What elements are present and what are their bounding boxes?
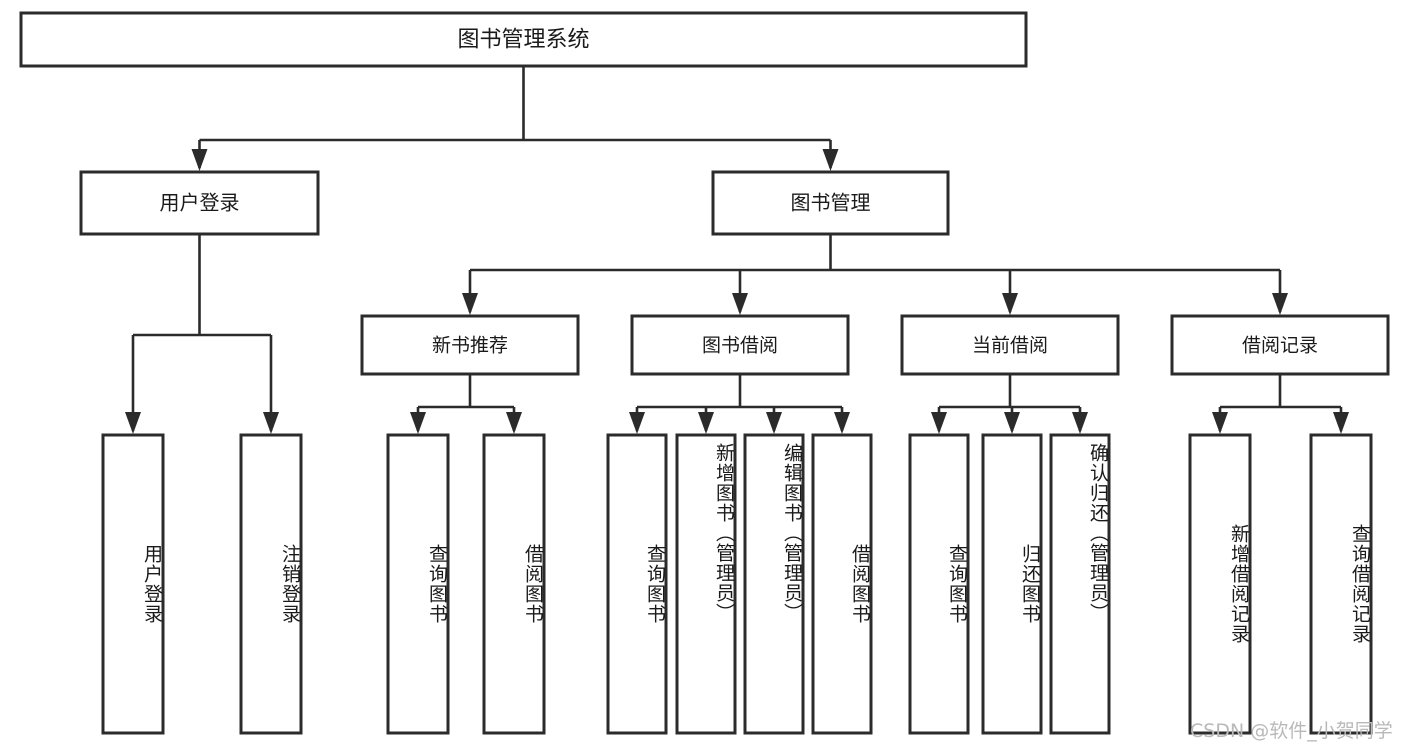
node-current-borrow[interactable] bbox=[900, 314, 1120, 376]
node-leaf-add-record-label: 新增借阅记录 bbox=[1228, 524, 1250, 644]
arrow-borrow-record-to-leaf-add-record bbox=[1212, 412, 1228, 434]
node-leaf-query-book-3[interactable] bbox=[908, 433, 970, 735]
node-leaf-add-book[interactable] bbox=[675, 433, 737, 735]
node-leaf-logout-login-label: 注销登录 bbox=[279, 544, 301, 624]
arrow-new-book-recommend-to-leaf-borrow-book-1 bbox=[506, 412, 522, 434]
node-leaf-borrow-book-2[interactable] bbox=[811, 433, 873, 735]
node-leaf-edit-book-label: 编辑图书（管理员） bbox=[781, 443, 803, 623]
node-leaf-query-book-1[interactable] bbox=[386, 433, 450, 735]
node-user-login-label: 用户登录 bbox=[160, 191, 240, 215]
node-book-manage-label: 图书管理 bbox=[791, 191, 871, 215]
node-leaf-logout-login[interactable] bbox=[239, 433, 303, 735]
arrow-book-manage-to-current-borrow bbox=[1002, 293, 1018, 315]
node-leaf-query-book-1-label: 查询图书 bbox=[426, 544, 448, 624]
arrow-book-manage-to-book-borrow bbox=[732, 293, 748, 315]
node-leaf-confirm-return[interactable] bbox=[1049, 433, 1111, 735]
node-leaf-query-record[interactable] bbox=[1309, 433, 1373, 735]
arrow-new-book-recommend-to-leaf-query-book-1 bbox=[410, 412, 426, 434]
node-leaf-user-login-label: 用户登录 bbox=[141, 544, 163, 624]
node-leaf-query-book-2[interactable] bbox=[606, 433, 668, 735]
node-leaf-add-record[interactable] bbox=[1188, 433, 1252, 735]
node-current-borrow-label: 当前借阅 bbox=[972, 335, 1048, 357]
node-leaf-borrow-book-1[interactable] bbox=[482, 433, 546, 735]
node-book-borrow[interactable] bbox=[630, 314, 850, 376]
node-leaf-add-book-label: 新增图书（管理员） bbox=[713, 443, 735, 623]
box-layer bbox=[19, 11, 1390, 735]
node-leaf-query-book-2-label: 查询图书 bbox=[644, 544, 666, 624]
arrow-book-borrow-to-leaf-borrow-book-2 bbox=[834, 412, 850, 434]
arrow-current-borrow-to-leaf-query-book-3 bbox=[931, 412, 947, 434]
node-leaf-query-book-3-label: 查询图书 bbox=[946, 544, 968, 624]
node-root[interactable] bbox=[19, 11, 1028, 68]
arrow-borrow-record-to-leaf-query-record bbox=[1333, 412, 1349, 434]
node-leaf-user-login[interactable] bbox=[101, 433, 165, 735]
node-leaf-return-book-label: 归还图书 bbox=[1019, 544, 1041, 624]
node-user-login[interactable] bbox=[79, 170, 320, 236]
node-new-book-recommend[interactable] bbox=[360, 314, 580, 376]
arrow-book-borrow-to-leaf-edit-book bbox=[766, 412, 782, 434]
arrow-book-borrow-to-leaf-add-book bbox=[698, 412, 714, 434]
arrow-current-borrow-to-leaf-return-book bbox=[1004, 412, 1020, 434]
arrow-book-borrow-to-leaf-query-book-2 bbox=[629, 412, 645, 434]
arrow-user-login-to-leaf-logout-login bbox=[263, 412, 279, 434]
node-book-manage[interactable] bbox=[711, 170, 950, 236]
node-leaf-query-record-label: 查询借阅记录 bbox=[1349, 524, 1371, 644]
node-borrow-record[interactable] bbox=[1170, 314, 1390, 376]
node-leaf-return-book[interactable] bbox=[981, 433, 1043, 735]
arrow-user-login-to-leaf-user-login bbox=[125, 412, 141, 434]
node-borrow-record-label: 借阅记录 bbox=[1242, 335, 1318, 357]
arrow-book-manage-to-borrow-record bbox=[1272, 293, 1288, 315]
node-leaf-borrow-book-1-label: 借阅图书 bbox=[522, 544, 544, 624]
arrow-root-to-book-manage bbox=[822, 149, 839, 171]
node-leaf-edit-book[interactable] bbox=[743, 433, 805, 735]
arrow-current-borrow-to-leaf-confirm-return bbox=[1072, 412, 1088, 434]
node-leaf-borrow-book-2-label: 借阅图书 bbox=[849, 544, 871, 624]
node-book-borrow-label: 图书借阅 bbox=[702, 335, 778, 357]
arrow-root-to-user-login bbox=[191, 149, 208, 171]
connector-layer bbox=[125, 66, 1349, 434]
node-new-book-recommend-label: 新书推荐 bbox=[432, 335, 508, 357]
node-root-label: 图书管理系统 bbox=[457, 28, 589, 53]
arrow-book-manage-to-new-book-recommend bbox=[462, 293, 478, 315]
node-leaf-confirm-return-label: 确认归还（管理员） bbox=[1087, 443, 1109, 623]
